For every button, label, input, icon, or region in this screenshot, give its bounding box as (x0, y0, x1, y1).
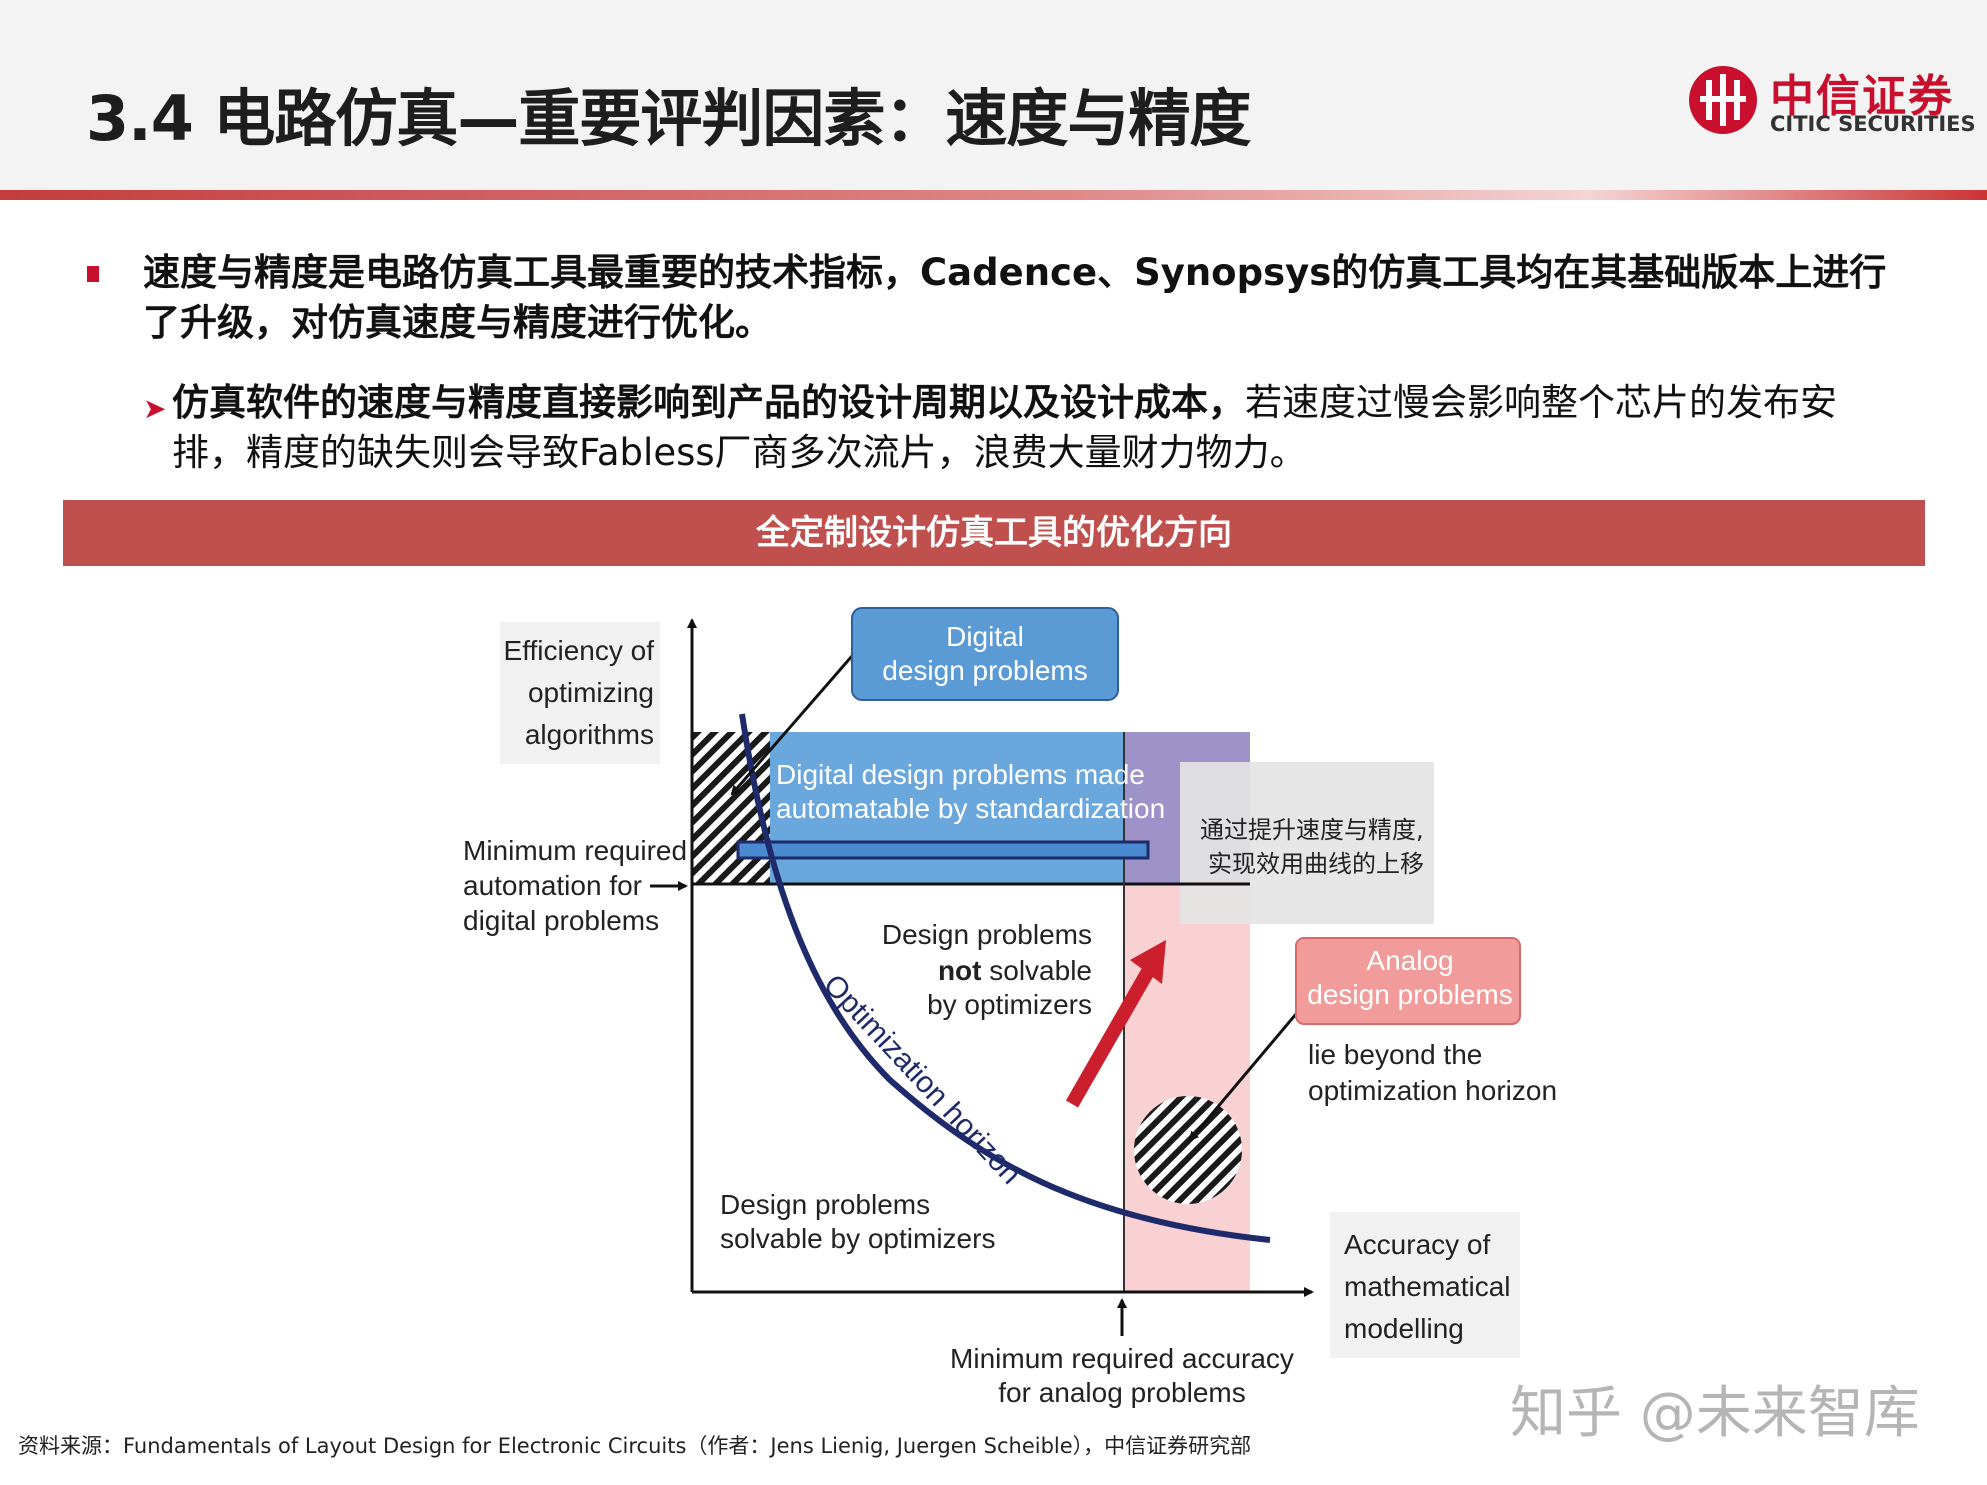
not-solvable-line-3: by optimizers (927, 989, 1092, 1020)
logo-text-en: CITIC SECURITIES (1770, 112, 1976, 136)
analog-note-line-2: optimization horizon (1308, 1075, 1557, 1106)
bullet-main: 速度与精度是电路仿真工具最重要的技术指标，Cadence、Synopsys的仿真… (143, 251, 1887, 344)
source-note: 资料来源：Fundamentals of Layout Design for E… (18, 1434, 1252, 1458)
citic-logo-icon (1689, 66, 1757, 134)
x-axis-label-3: modelling (1344, 1313, 1464, 1344)
optimization-horizon-curve (739, 713, 1271, 1243)
digital-region-line-2: automatable by standardization (776, 793, 1165, 824)
logo-text-cn: 中信证券 (1770, 71, 1954, 122)
analog-box-line-1: Analog (1366, 945, 1453, 976)
digital-box-line-1: Digital (946, 621, 1024, 652)
diagram-banner-title: 全定制设计仿真工具的优化方向 (756, 513, 1232, 553)
x-axis-label-2: mathematical (1344, 1271, 1511, 1302)
solvable-line-1: Design problems (720, 1189, 930, 1220)
not-solvable-rest: solvable (981, 955, 1092, 986)
x-axis-label-bg (1330, 1212, 1520, 1358)
y-axis-label-2: optimizing (528, 677, 654, 708)
not-solvable-line-1: Design problems (882, 919, 1092, 950)
analog-problem-circle (1134, 1096, 1242, 1204)
speed-note-line-2: 实现效用曲线的上移 (1208, 850, 1424, 878)
improvement-arrow-shaft (1065, 964, 1157, 1108)
chevron-right-icon: ➤ (143, 392, 167, 425)
digital-box (851, 607, 1119, 701)
digital-region-line-1: Digital design problems made (776, 759, 1145, 790)
analog-box (1295, 937, 1521, 1025)
bullet-sub-bold: 仿真软件的速度与精度直接影响到产品的设计周期以及设计成本， (172, 381, 1245, 424)
y-axis-label-bg (500, 622, 660, 764)
min-automation-label-3: digital problems (463, 905, 659, 936)
min-automation-label-2: automation for (463, 870, 642, 901)
diagram-banner (63, 500, 1925, 566)
digital-pointer-line (730, 655, 854, 796)
speed-note-bg (1180, 762, 1434, 924)
min-accuracy-label-2: for analog problems (998, 1377, 1245, 1408)
min-accuracy-label-1: Minimum required accuracy (950, 1343, 1294, 1374)
digital-shift-bar (736, 840, 1150, 860)
digital-box-line-2: design problems (882, 655, 1087, 686)
min-automation-label-1: Minimum required (463, 835, 687, 866)
not-solvable-line-2: not solvable (938, 955, 1092, 986)
x-axis-label-1: Accuracy of (1344, 1229, 1490, 1260)
bullet-square-icon (87, 266, 99, 282)
header-divider (0, 190, 1987, 200)
y-axis-label-3: algorithms (525, 719, 654, 750)
improvement-arrow-icon (1130, 940, 1166, 984)
analog-pointer-line (1188, 1013, 1298, 1142)
not-solvable-bold: not (938, 955, 982, 986)
solvable-line-2: solvable by optimizers (720, 1223, 995, 1254)
analog-box-line-2: design problems (1307, 979, 1512, 1010)
watermark: 知乎 @未来智库 (1510, 1381, 1920, 1446)
analog-note-line-1: lie beyond the (1308, 1039, 1482, 1070)
bullet-sub-rest: 若速度过慢会影响整个芯片的发布安排，精度的缺失则会导致Fabless厂商多次流片… (172, 381, 1837, 474)
header-bar (0, 0, 1987, 190)
page-title: 3.4 电路仿真—重要评判因素：速度与精度 (86, 82, 1251, 155)
bullet-sub: 仿真软件的速度与精度直接影响到产品的设计周期以及设计成本，若速度过慢会影响整个芯… (172, 378, 1907, 478)
speed-note-line-1: 通过提升速度与精度, (1200, 816, 1424, 844)
y-axis-label-1: Efficiency of (504, 635, 655, 666)
